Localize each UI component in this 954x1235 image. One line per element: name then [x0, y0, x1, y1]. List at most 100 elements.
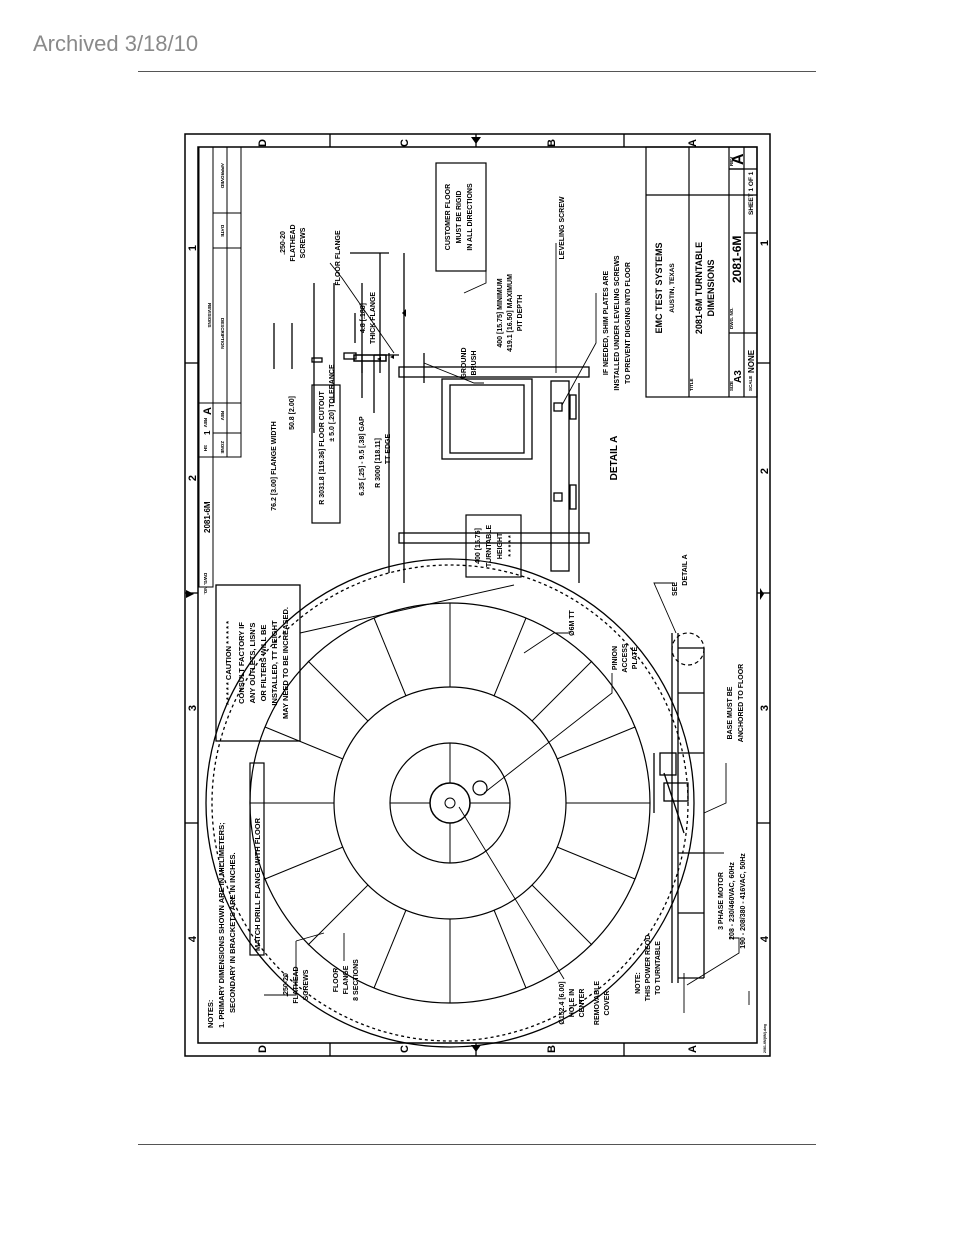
- shim-note: INSTALLED UNDER LEVELING SCREWS: [614, 255, 621, 391]
- zone-letter: B: [546, 1045, 558, 1053]
- archived-date-header: Archived 3/18/10: [33, 31, 199, 56]
- turntable-plan-view: [205, 558, 695, 1048]
- caution-line: OR FILTERS WILL BE: [259, 625, 268, 702]
- scale-value: NONE: [747, 349, 756, 373]
- zone-number: 1: [759, 240, 771, 246]
- shim-note: TO PREVENT DIGGING INTO FLOOR: [625, 262, 632, 384]
- customer-floor-note: IN ALL DIRECTIONS: [467, 183, 474, 251]
- motor-label: 3 PHASE MOTOR: [718, 872, 725, 930]
- zone-number: 2: [759, 468, 771, 474]
- cover-label: COVER: [604, 991, 611, 1016]
- rev-label: REV: [729, 157, 734, 166]
- top-rule: [138, 71, 816, 72]
- detail-a-callout-circle: [671, 632, 705, 666]
- drill-flange-box: [249, 762, 265, 956]
- title-label: TITLE: [689, 379, 694, 392]
- notes-line1: 1. PRIMARY DIMENSIONS SHOWN ARE IN MILLI…: [217, 822, 226, 1028]
- center-hole-label: CENTER: [579, 989, 586, 1018]
- company-name: EMC TEST SYSTEMS: [654, 242, 664, 333]
- thick-flange-dim: 4.8 [.188]: [360, 303, 367, 333]
- caution-leader: [299, 584, 515, 634]
- zone-number: 4: [187, 935, 199, 942]
- zone-letter: C: [399, 139, 411, 147]
- ground-brush-label: BRUSH: [471, 351, 478, 376]
- base-label: ANCHORED TO FLOOR: [738, 664, 745, 742]
- floor-flange-detail-label: FLOOR FLANGE: [335, 230, 342, 286]
- turntable-side-elevation: [653, 633, 705, 983]
- pit-depth-dim: 419.1 [16.50] MAXIMUM: [507, 274, 514, 352]
- caution-line: ANY OUTLETS, LISN'S: [248, 623, 257, 704]
- caution-box: [215, 584, 301, 742]
- revisions-title: REVISIONS: [207, 303, 212, 328]
- fl-screws-label: SCREWS: [300, 227, 307, 258]
- shim-note: IF NEEDED, SHIM PLATES ARE: [603, 271, 610, 376]
- floor-cutout-tol: ± 5.0 [.20] TOLERANCE: [329, 364, 336, 442]
- file-reference: 2081-6M(6M).dwg: [763, 1024, 767, 1053]
- leveling-screw-label: LEVELING SCREW: [559, 196, 566, 259]
- caution-line: CONSULT FACTORY IF: [237, 622, 246, 704]
- power-note: NOTE:: [635, 972, 642, 994]
- drawing-title: DIMENSIONS: [706, 259, 716, 316]
- tt-height-label: HEIGHT: [497, 532, 504, 559]
- cover-label: REMOVABLE: [594, 981, 601, 1026]
- floor-flange-label: 8 SECTIONS: [353, 959, 360, 1001]
- screws-label: .250-20: [283, 973, 290, 997]
- power-note: THIS POWER REQD: [645, 935, 652, 1002]
- floor-flange-label: FLANGE: [343, 965, 350, 994]
- tt-height-dim: 400 [15.75]: [475, 528, 482, 564]
- size-value: A3: [733, 370, 744, 383]
- floor-flange-label: FLOOR: [333, 968, 340, 993]
- rev-value: A: [730, 153, 747, 165]
- fl-screws-label: FLATHEAD: [290, 224, 297, 261]
- screws-label: SCREWS: [303, 969, 310, 1000]
- caution-line: MAY NEED TO BE INCREASED.: [281, 607, 290, 719]
- tt-height-label: TURNTABLE: [486, 525, 493, 568]
- floor-cutout-dim: R 3031.8 [119.36] FLOOR CUTOUT: [319, 391, 326, 505]
- engineering-drawing: D C B A D C B A 1 2 3 4 1 2 3 4 REVISION…: [184, 133, 771, 1057]
- zone-letter: D: [257, 1045, 269, 1053]
- customer-floor-note: CUSTOMER FLOOR: [445, 184, 452, 250]
- sheet-label: SHEET 1 OF 1: [748, 171, 755, 215]
- thick-flange-label: THICK FLANGE: [370, 292, 377, 344]
- customer-floor-box: [435, 162, 487, 272]
- rev-dwg-label: DWG. NO.: [203, 573, 208, 595]
- screws-label: FLATHEAD: [293, 966, 300, 1003]
- caution-line: * * * * * CAUTION * * * * *: [224, 621, 233, 705]
- zone-number: 1: [187, 245, 199, 251]
- see-detail-label: DETAIL A: [682, 554, 689, 585]
- base-label: BASE MUST BE: [727, 686, 734, 739]
- tt-label: Ø6M TT: [569, 609, 576, 635]
- detail-a-title: DETAIL A: [609, 436, 620, 481]
- scale-label: SCALE: [748, 376, 753, 391]
- revision-block: [198, 146, 242, 588]
- fl-screws-label: .250-20: [280, 231, 287, 255]
- zone-letter: A: [687, 1045, 699, 1053]
- caution-line: INSTALLED, TT HEIGHT: [270, 620, 279, 706]
- tt-edge-label: TT EDGE: [385, 434, 392, 465]
- rev-sh-label: SH: [203, 445, 208, 451]
- dwg-number: 2081-6M: [730, 236, 744, 283]
- zone-letter: A: [687, 139, 699, 147]
- center-hole-label: Ø152.4 [6.00]: [559, 981, 566, 1024]
- revisions-col: DESCRIPTION: [220, 318, 225, 349]
- ground-brush-label: GROUND: [461, 347, 468, 378]
- rev-sheet: 1: [203, 430, 212, 435]
- drawing-title: 2081-6M TURNTABLE: [694, 242, 704, 334]
- pinion-label: PINION: [612, 646, 619, 670]
- pit-depth-dim: PIT DEPTH: [517, 295, 524, 332]
- outer-frame: [184, 133, 771, 1057]
- revisions-col: APPROVED: [220, 163, 225, 189]
- flange-508-dim: 50.8 [2.00]: [289, 396, 296, 430]
- floor-cutout-box: [311, 384, 341, 524]
- zone-number: 3: [759, 705, 771, 711]
- rev-letter: A: [202, 407, 214, 415]
- motor-label: 208 - 230/460VAC, 60Hz: [729, 862, 736, 940]
- size-label: SIZE: [729, 381, 734, 391]
- pinion-access-plate: [472, 780, 488, 796]
- motor-label: 190 - 208/380 - 416VAC, 50Hz: [740, 853, 747, 949]
- company-city: AUSTIN, TEXAS: [669, 263, 676, 313]
- dwg-label: DWG. NO.: [729, 308, 734, 330]
- drill-flange-note: MATCH DRILL FLANGE WITH FLOOR: [253, 817, 262, 951]
- bottom-rule: [138, 1144, 816, 1145]
- see-detail-label: SEE: [672, 582, 679, 596]
